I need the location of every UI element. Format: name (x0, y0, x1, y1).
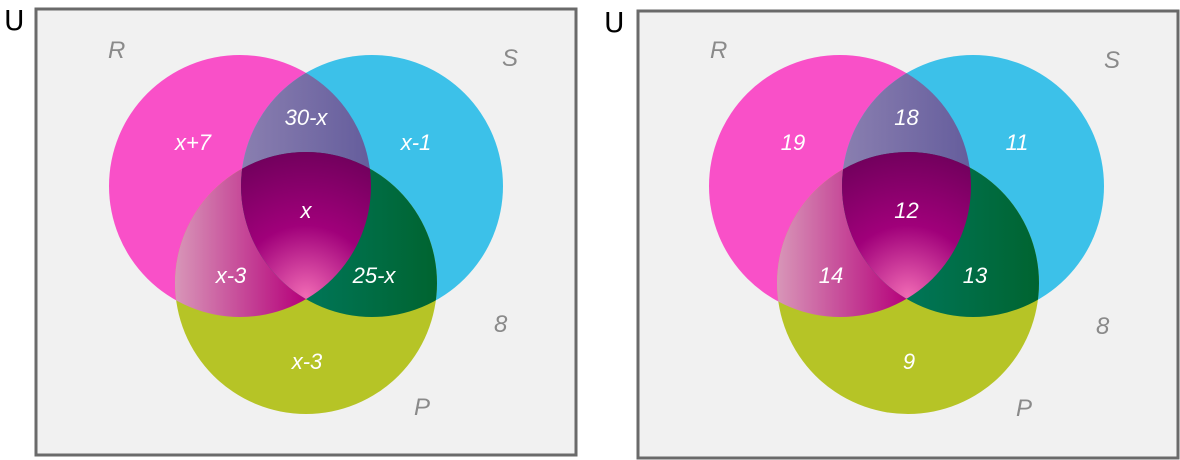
region-value-r-s-p: x (300, 198, 313, 223)
region-outside-value: 8 (494, 311, 508, 338)
set-label-r: R (710, 37, 727, 64)
region-value-r-only: x+7 (174, 130, 212, 155)
region-value-r-and-p: 14 (819, 263, 843, 288)
venn-diagram-1: U R S P 8 x+7 x-1 x-3 30-x x-3 25-x x (4, 4, 578, 457)
region-r-s-p (241, 152, 371, 317)
universe-label: U (4, 4, 25, 37)
region-value-r-and-p: x-3 (215, 263, 247, 288)
region-value-p-only: x-3 (291, 349, 323, 374)
region-value-s-and-p: 25-x (352, 263, 397, 288)
region-value-r-and-s: 18 (894, 105, 919, 130)
set-label-s: S (1104, 47, 1120, 74)
region-value-r-only: 19 (781, 130, 805, 155)
set-label-r: R (108, 37, 125, 64)
region-value-r-and-s: 30-x (285, 105, 329, 130)
venn-diagram-2: U R S P 8 19 11 9 18 14 13 12 (604, 6, 1180, 460)
region-value-p-only: 9 (903, 349, 915, 374)
universe-label: U (604, 6, 625, 39)
region-outside-value: 8 (1096, 313, 1110, 340)
set-label-p: P (414, 394, 430, 421)
set-label-s: S (502, 45, 518, 72)
region-value-s-only: x-1 (400, 130, 432, 155)
region-value-s-and-p: 13 (963, 263, 988, 288)
region-value-r-s-p: 12 (894, 198, 918, 223)
set-label-p: P (1016, 395, 1032, 422)
region-value-s-only: 11 (1006, 130, 1029, 155)
